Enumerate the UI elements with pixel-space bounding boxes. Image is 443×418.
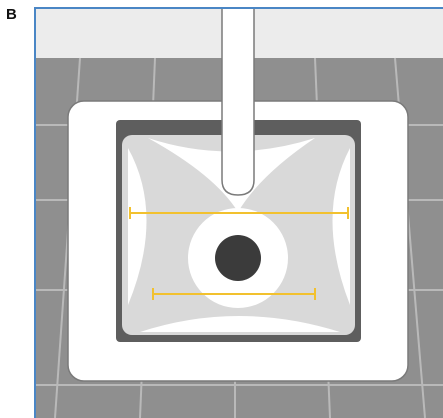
drain-hole xyxy=(215,235,261,281)
illustration-frame xyxy=(34,7,443,418)
vertical-pipe-icon xyxy=(221,8,255,196)
panel-label: B xyxy=(6,6,17,23)
measure-line-bottom xyxy=(152,288,316,300)
drain-icon xyxy=(209,229,267,287)
basin-highlight-right xyxy=(332,148,350,305)
basin-highlight-left xyxy=(128,148,147,305)
basin-highlight-bottom xyxy=(140,316,340,332)
measure-line-top xyxy=(129,207,349,219)
